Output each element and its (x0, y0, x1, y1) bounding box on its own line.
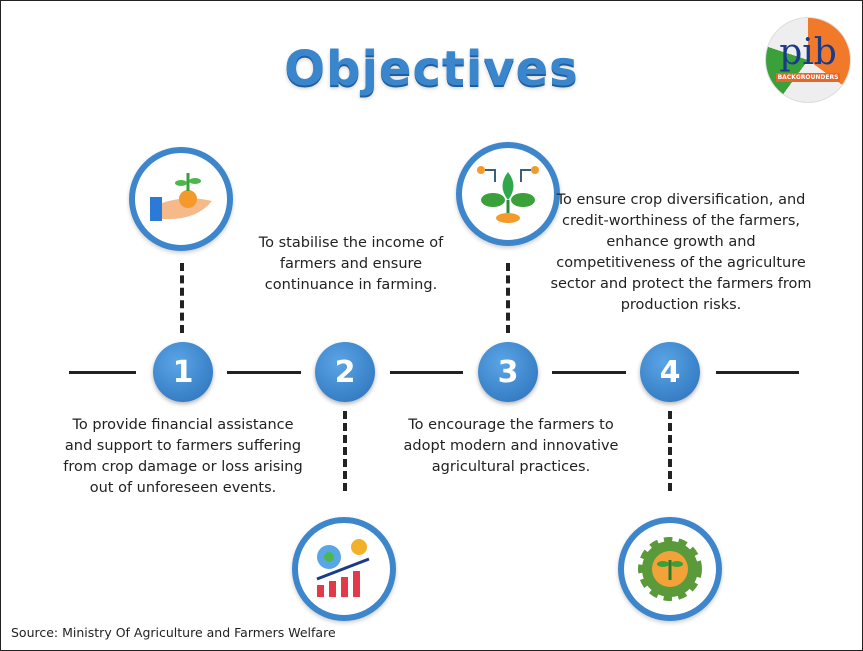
step-number-1: 1 (153, 342, 213, 402)
timeline-line (227, 371, 301, 374)
timeline-line (390, 371, 463, 374)
dashed-connector (343, 411, 347, 491)
gear-plant-icon (618, 517, 722, 621)
dashed-connector (180, 263, 184, 333)
step-number-4: 4 (640, 342, 700, 402)
step-number-3: 3 (478, 342, 538, 402)
objective-text-1: To provide financial assistance and supp… (63, 417, 303, 496)
timeline-line (552, 371, 626, 374)
timeline-line (69, 371, 136, 374)
dashed-connector (506, 263, 510, 333)
growth-chart-gear-icon (292, 517, 396, 621)
step-number-2: 2 (315, 342, 375, 402)
objective-text-4: To ensure crop diversification, and cred… (550, 192, 812, 313)
source-note: Source: Ministry Of Agriculture and Farm… (11, 625, 336, 640)
objective-text-2: To stabilise the income of farmers and e… (258, 235, 444, 293)
page-title: Objectives (284, 41, 579, 97)
hand-plant-icon (129, 147, 233, 251)
dashed-connector (668, 411, 672, 491)
objective-text-3: To encourage the farmers to adopt modern… (403, 417, 619, 475)
timeline-line (716, 371, 799, 374)
tech-plant-icon (456, 142, 560, 246)
